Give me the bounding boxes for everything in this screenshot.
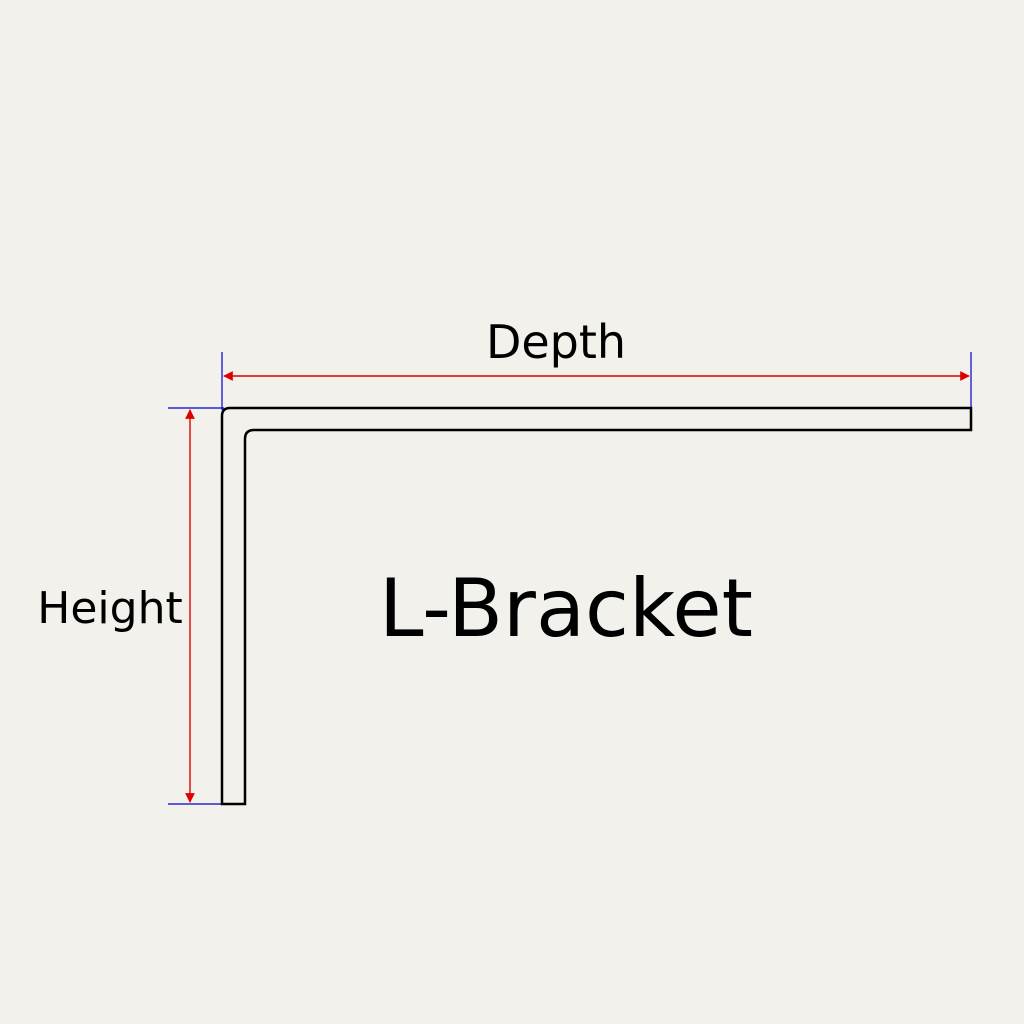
diagram-title: L-Bracket bbox=[379, 562, 753, 655]
height-label: Height bbox=[37, 583, 182, 634]
l-bracket-outline bbox=[220, 406, 973, 806]
depth-label: Depth bbox=[486, 315, 626, 369]
